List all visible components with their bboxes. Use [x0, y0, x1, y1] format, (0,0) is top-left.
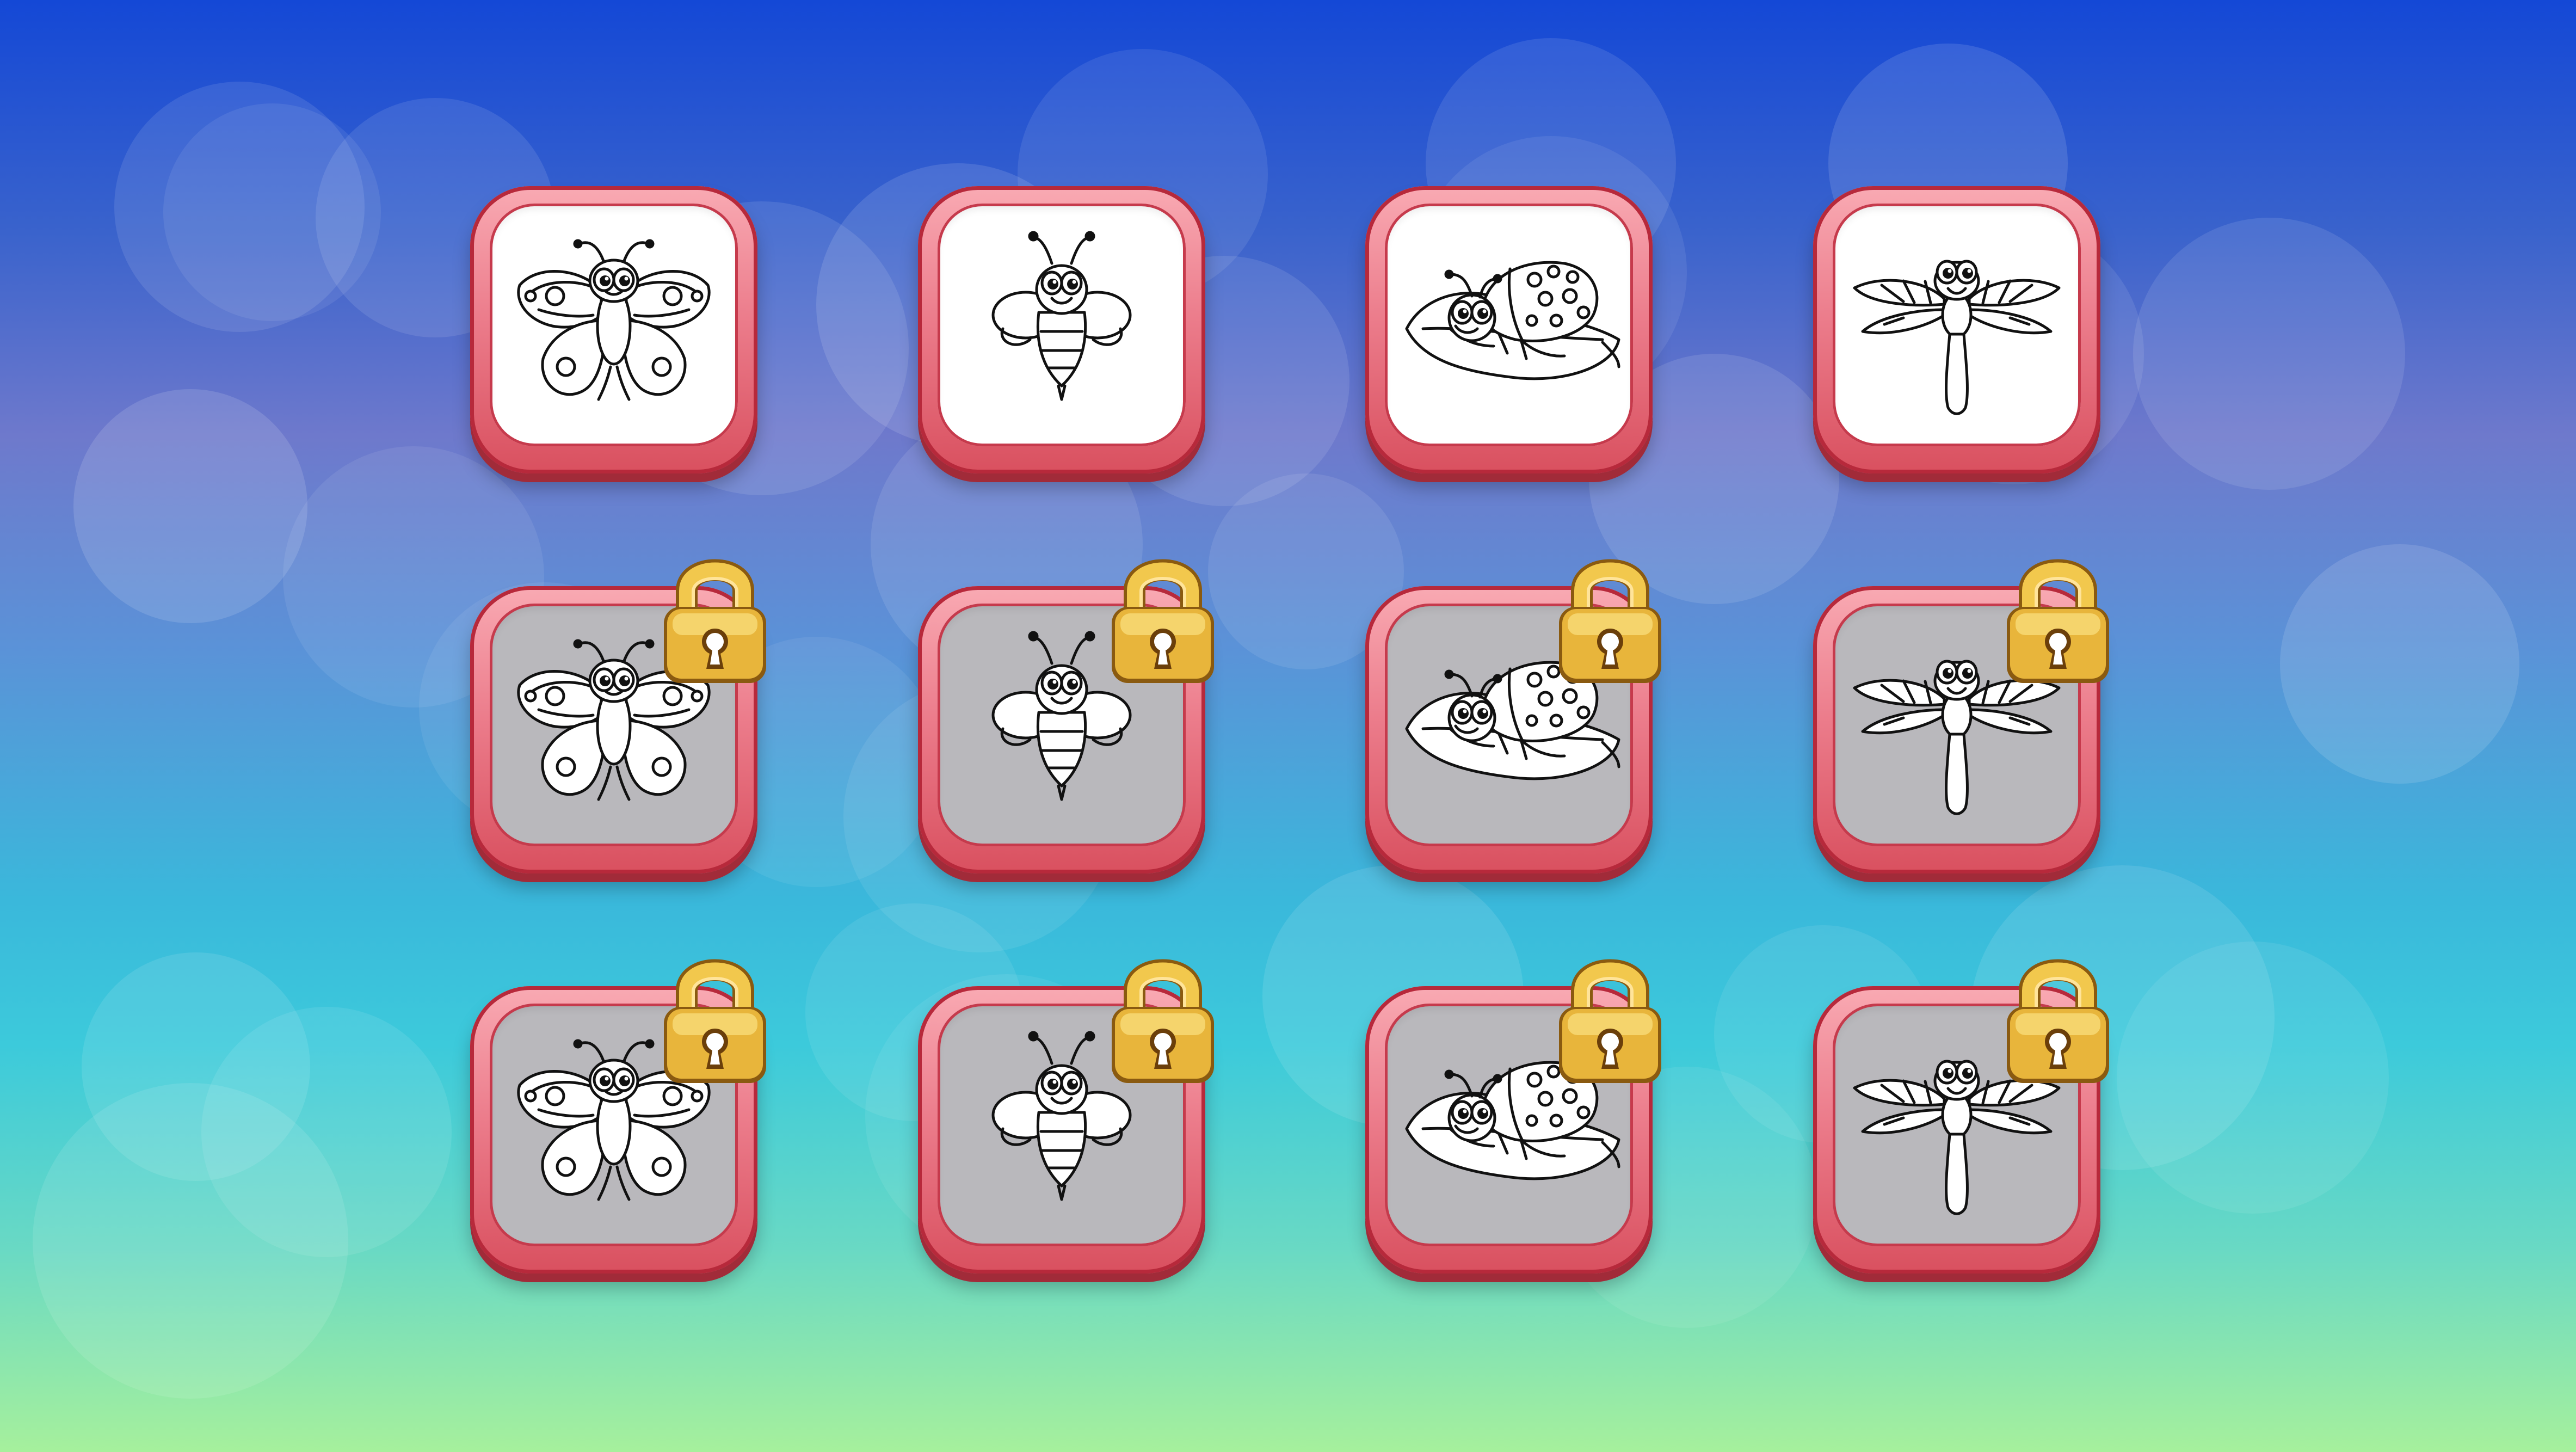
padlock-icon: [1559, 959, 1661, 1083]
level-tile-dragonfly[interactable]: [1813, 186, 2100, 473]
padlock-icon: [1112, 959, 1214, 1083]
level-tile-ladybug[interactable]: [1365, 186, 1653, 473]
tile-face: [1385, 204, 1633, 446]
level-tile-butterfly-locked[interactable]: [470, 559, 766, 873]
tile-face: [1385, 604, 1633, 846]
bee-icon: [938, 1004, 1186, 1246]
level-tile-butterfly[interactable]: [470, 186, 757, 473]
level-tile-dragonfly-locked[interactable]: [1813, 959, 2109, 1273]
level-tile-dragonfly-locked[interactable]: [1813, 559, 2109, 873]
ladybug-icon: [1385, 1004, 1633, 1246]
level-tile-bee-locked[interactable]: [918, 959, 1214, 1273]
padlock-icon: [664, 959, 766, 1083]
dragonfly-icon: [1833, 204, 2081, 446]
padlock-icon: [2007, 559, 2109, 683]
tile-face: [1833, 204, 2081, 446]
level-tile-bee-locked[interactable]: [918, 559, 1214, 873]
level-tile-ladybug-locked[interactable]: [1365, 559, 1661, 873]
bee-icon: [938, 204, 1186, 446]
padlock-icon: [664, 559, 766, 683]
butterfly-icon: [490, 604, 738, 846]
level-tile-butterfly-locked[interactable]: [470, 959, 766, 1273]
tile-face: [490, 1004, 738, 1246]
tile-face: [490, 604, 738, 846]
bee-icon: [938, 604, 1186, 846]
padlock-icon: [1112, 559, 1214, 683]
tile-face: [938, 204, 1186, 446]
ladybug-icon: [1385, 204, 1633, 446]
padlock-icon: [1559, 559, 1661, 683]
tile-face: [490, 204, 738, 446]
butterfly-icon: [490, 1004, 738, 1246]
level-tile-bee[interactable]: [918, 186, 1205, 473]
butterfly-icon: [490, 204, 738, 446]
dragonfly-icon: [1833, 1004, 2081, 1246]
padlock-icon: [2007, 959, 2109, 1083]
ladybug-icon: [1385, 604, 1633, 846]
level-tile-ladybug-locked[interactable]: [1365, 959, 1661, 1273]
dragonfly-icon: [1833, 604, 2081, 846]
